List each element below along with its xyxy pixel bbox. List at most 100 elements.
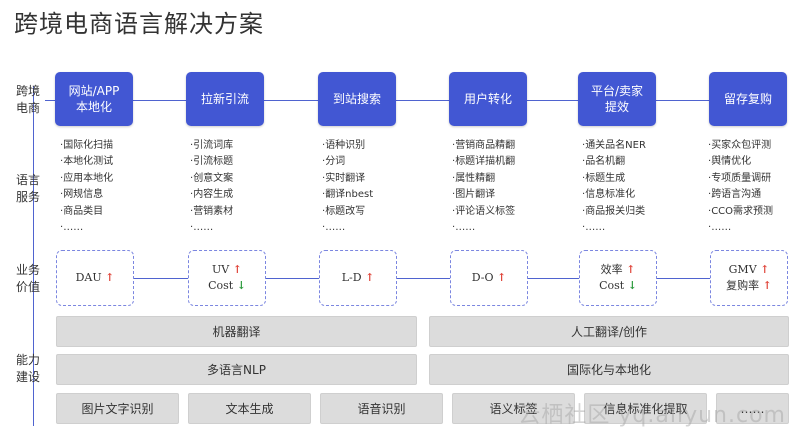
value-box-retention: GMV ↑ 复购率 ↑ [710,250,788,306]
page-title: 跨境电商语言解决方案 [14,10,264,38]
service-item: 信息标准化 [582,187,646,203]
metric-label: L-D [341,271,362,284]
value-metric: 效率 ↑ [601,262,636,278]
service-item: 专项质量调研 [708,171,773,187]
service-item: …… [582,220,646,236]
arrow-down-icon: ↓ [627,279,637,292]
service-item: 商品报关归类 [582,204,646,220]
service-item: 通关品名NER [582,138,646,154]
service-item: 图片翻译 [452,187,515,203]
stage-label: 留存复购 [723,92,772,106]
row-label-language-service-text: 语言 服务 [16,173,41,204]
capability-label: …… [740,401,765,416]
row-label-business-flow-text: 跨境 电商 [16,84,41,115]
arrow-down-icon: ↓ [236,279,246,292]
service-item: 属性精翻 [452,171,515,187]
value-metric: Cost ↓ [599,278,637,294]
capability-label: 语义标签 [489,402,538,416]
capability-i18n-l10n: 国际化与本地化 [429,354,789,385]
service-item: 标题生成 [582,171,646,187]
arrow-up-icon: ↑ [105,271,115,284]
stage-box-search[interactable]: 到站搜索 [318,72,396,126]
capability-info-standardization: 信息标准化提取 [584,393,707,424]
arrow-up-icon: ↑ [497,271,507,284]
capability-label: 图片文字识别 [81,402,154,416]
capability-label: 国际化与本地化 [566,363,651,377]
stage-box-acquisition[interactable]: 拉新引流 [186,72,264,126]
service-list-conversion: 营销商品精翻 标题详描机翻 属性精翻 图片翻译 评论语义标签 …… [452,138,515,236]
value-box-acquisition: UV ↑ Cost ↓ [188,250,266,306]
service-item: CCO需求预测 [708,204,773,220]
capability-label: 语音识别 [357,402,406,416]
stage-label: 用户转化 [463,92,512,106]
capability-label: 多语言NLP [207,363,266,377]
service-item: 跨语言沟通 [708,187,773,203]
service-item: 创意文案 [190,171,233,187]
service-item: 品名机翻 [582,154,646,170]
service-list-localization: 国际化扫描 本地化测试 应用本地化 网规信息 商品类目 …… [60,138,113,236]
capability-label: 文本生成 [225,402,274,416]
service-item: …… [708,220,773,236]
stage-label: 平台/卖家 提效 [590,84,644,114]
value-metric: L-D ↑ [342,270,375,286]
service-item: 商品类目 [60,204,113,220]
row-label-capability: 能力 建设 [16,352,52,386]
stage-box-efficiency[interactable]: 平台/卖家 提效 [578,72,656,126]
service-item: …… [322,220,373,236]
stage-box-localization[interactable]: 网站/APP 本地化 [55,72,133,126]
service-list-acquisition: 引流词库 引流标题 创意文案 内容生成 营销素材 …… [190,138,233,236]
stage-label: 拉新引流 [200,92,249,106]
value-metric: D-O ↑ [472,270,506,286]
arrow-up-icon: ↑ [626,263,636,276]
metric-label: DAU [75,271,102,284]
service-item: 引流标题 [190,154,233,170]
service-item: 应用本地化 [60,171,113,187]
service-item: 内容生成 [190,187,233,203]
row-label-business-flow: 跨境 电商 [16,83,52,117]
service-item: …… [60,220,113,236]
row-label-capability-text: 能力 建设 [16,353,41,384]
capability-label: 机器翻译 [212,325,261,339]
metric-label: Cost [599,279,625,292]
capability-human-translation: 人工翻译/创作 [429,316,789,347]
capability-semantic-tagging: 语义标签 [452,393,575,424]
metric-label: UV [212,263,230,276]
stage-box-retention[interactable]: 留存复购 [709,72,787,126]
capability-text-generation: 文本生成 [188,393,311,424]
value-box-efficiency: 效率 ↑ Cost ↓ [579,250,657,306]
value-metric: UV ↑ [212,262,242,278]
service-item: 评论语义标签 [452,204,515,220]
service-item: 翻译nbest [322,187,373,203]
row-label-language-service: 语言 服务 [16,172,52,206]
arrow-up-icon: ↑ [365,271,375,284]
value-box-conversion: D-O ↑ [450,250,528,306]
service-item: 买家众包评测 [708,138,773,154]
service-item: 本地化测试 [60,154,113,170]
arrow-up-icon: ↑ [762,279,772,292]
service-item: 舆情优化 [708,154,773,170]
capability-label: 信息标准化提取 [603,402,688,416]
service-item: 标题详描机翻 [452,154,515,170]
service-list-retention: 买家众包评测 舆情优化 专项质量调研 跨语言沟通 CCO需求预测 …… [708,138,773,236]
metric-label: D-O [471,271,494,284]
service-item: 分词 [322,154,373,170]
metric-label: 效率 [600,263,623,276]
capability-machine-translation: 机器翻译 [56,316,417,347]
value-connector-line [70,278,766,279]
value-metric: 复购率 ↑ [726,278,772,294]
value-box-search: L-D ↑ [319,250,397,306]
value-metric: GMV ↑ [729,262,770,278]
service-item: 营销素材 [190,204,233,220]
value-metric: Cost ↓ [208,278,246,294]
capability-multilingual-nlp: 多语言NLP [56,354,417,385]
metric-label: 复购率 [726,279,760,292]
value-metric: DAU ↑ [76,270,115,286]
service-item: 网规信息 [60,187,113,203]
flow-connector-line [45,100,785,101]
stage-label: 到站搜索 [332,92,381,106]
service-item: 营销商品精翻 [452,138,515,154]
stage-box-conversion[interactable]: 用户转化 [449,72,527,126]
stage-label: 网站/APP 本地化 [68,84,120,114]
value-box-localization: DAU ↑ [56,250,134,306]
row-label-business-value: 业务 价值 [16,262,52,296]
